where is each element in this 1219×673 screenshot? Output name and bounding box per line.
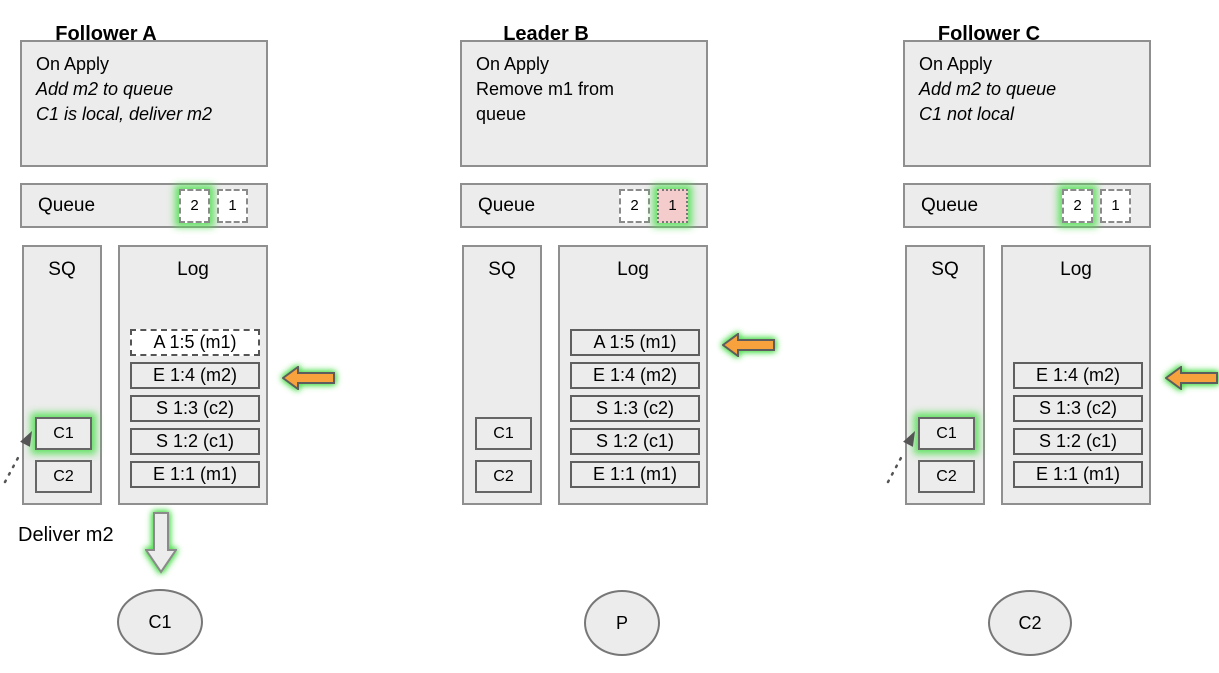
client-circle-p: P — [584, 590, 660, 656]
log-entry: S 1:2 (c1) — [130, 428, 260, 455]
log-entry: A 1:5 (m1) — [570, 329, 700, 356]
queue-box: Queue 2 1 — [903, 183, 1151, 228]
on-apply-box: On Apply Add m2 to queue C1 is local, de… — [20, 40, 268, 167]
queue-label: Queue — [38, 194, 96, 216]
apply-pointer-arrow-icon — [1165, 366, 1218, 390]
on-apply-line: On Apply — [36, 54, 110, 74]
on-apply-line: C1 not local — [919, 104, 1015, 124]
sq-box: SQ C1 C2 — [22, 245, 102, 505]
client-circle-c1: C1 — [117, 589, 203, 655]
sq-item-c2: C2 — [475, 460, 532, 493]
apply-pointer-arrow-icon — [282, 366, 335, 390]
queue-items: 2 1 — [619, 188, 688, 223]
sq-box: SQ C1 C2 — [905, 245, 985, 505]
deliver-label: Deliver m2 — [18, 524, 114, 546]
node-follower-a: Follower A On Apply Add m2 to queue C1 i… — [3, 0, 335, 673]
sq-item-c1: C1 — [475, 417, 532, 450]
sq-label: SQ — [488, 259, 516, 280]
on-apply-line: queue — [476, 104, 527, 124]
queue-item-1: 1 — [1100, 188, 1131, 223]
node-title: Leader B — [503, 22, 589, 45]
on-apply-line: Add m2 to queue — [919, 79, 1057, 99]
log-entry: A 1:5 (m1) — [130, 329, 260, 356]
queue-box: Queue 2 1 — [20, 183, 268, 228]
sq-label: SQ — [48, 259, 76, 280]
node-title: Follower A — [55, 22, 157, 45]
client-ref-dotted-arrow-icon — [886, 431, 915, 484]
log-label: Log — [617, 259, 649, 280]
log-entry: E 1:4 (m2) — [1013, 362, 1143, 389]
log-entries: A 1:5 (m1) E 1:4 (m2) S 1:3 (c2) S 1:2 (… — [130, 329, 260, 488]
sq-item-c2: C2 — [35, 460, 92, 493]
log-entry: E 1:1 (m1) — [570, 461, 700, 488]
sq-item-c1: C1 — [35, 417, 92, 450]
log-entry: E 1:1 (m1) — [1013, 461, 1143, 488]
on-apply-line: Add m2 to queue — [36, 79, 174, 99]
log-entry: E 1:1 (m1) — [130, 461, 260, 488]
apply-pointer-arrow-icon — [722, 333, 775, 357]
node-leader-b: Leader B On Apply Remove m1 from queue Q… — [460, 0, 775, 673]
queue-label: Queue — [478, 194, 536, 216]
queue-item-2: 2 — [619, 188, 650, 223]
node-title: Follower C — [937, 22, 1041, 45]
log-entries: A 1:5 (m1) E 1:4 (m2) S 1:3 (c2) S 1:2 (… — [570, 329, 700, 488]
sq-box: SQ C1 C2 — [462, 245, 542, 505]
log-entry: S 1:3 (c2) — [570, 395, 700, 422]
log-entries: E 1:4 (m2) S 1:3 (c2) S 1:2 (c1) E 1:1 (… — [1013, 362, 1143, 488]
log-box: Log A 1:5 (m1) E 1:4 (m2) S 1:3 (c2) S 1… — [118, 245, 268, 505]
on-apply-box: On Apply Add m2 to queue C1 not local — [903, 40, 1151, 167]
client-circle-c2: C2 — [988, 590, 1072, 656]
on-apply-box: On Apply Remove m1 from queue — [460, 40, 708, 167]
log-box: Log E 1:4 (m2) S 1:3 (c2) S 1:2 (c1) E 1… — [1001, 245, 1151, 505]
on-apply-line: On Apply — [476, 54, 550, 74]
queue-items: 2 1 — [1062, 188, 1131, 223]
deliver-arrow-icon — [145, 512, 177, 574]
queue-item-1: 1 — [217, 188, 248, 223]
log-entry: E 1:4 (m2) — [570, 362, 700, 389]
log-entry: S 1:3 (c2) — [1013, 395, 1143, 422]
queue-label: Queue — [921, 194, 979, 216]
log-box: Log A 1:5 (m1) E 1:4 (m2) S 1:3 (c2) S 1… — [558, 245, 708, 505]
log-label: Log — [1060, 259, 1092, 280]
queue-box: Queue 2 1 — [460, 183, 708, 228]
log-entry: S 1:2 (c1) — [570, 428, 700, 455]
queue-item-2: 2 — [1062, 188, 1093, 223]
log-entry: S 1:3 (c2) — [130, 395, 260, 422]
sq-item-c2: C2 — [918, 460, 975, 493]
log-label: Log — [177, 259, 209, 280]
on-apply-line: C1 is local, deliver m2 — [36, 104, 213, 124]
log-entry: E 1:4 (m2) — [130, 362, 260, 389]
client-ref-dotted-arrow-icon — [3, 431, 32, 484]
node-follower-c: Follower C On Apply Add m2 to queue C1 n… — [886, 0, 1218, 673]
queue-item-1-removed: 1 — [657, 188, 688, 223]
sq-label: SQ — [931, 259, 959, 280]
on-apply-line: On Apply — [919, 54, 993, 74]
queue-item-2: 2 — [179, 188, 210, 223]
on-apply-line: Remove m1 from — [476, 79, 615, 99]
queue-items: 2 1 — [179, 188, 248, 223]
log-entry: S 1:2 (c1) — [1013, 428, 1143, 455]
sq-item-c1: C1 — [918, 417, 975, 450]
